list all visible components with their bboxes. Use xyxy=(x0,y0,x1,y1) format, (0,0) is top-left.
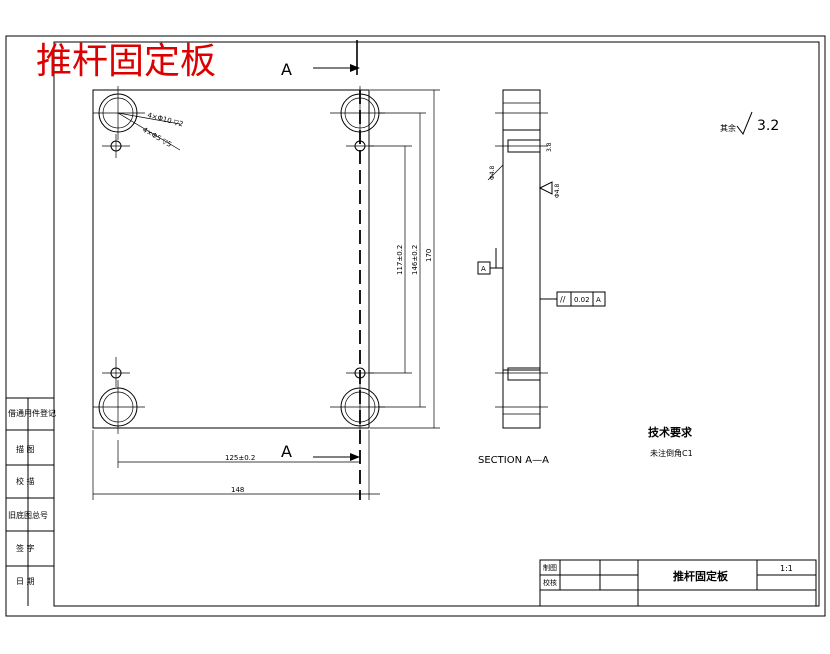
dim-height-total: 170 xyxy=(425,249,433,262)
leader-2 xyxy=(117,112,181,151)
dim-width-inner: 125±0.2 xyxy=(225,454,255,462)
small-holes xyxy=(110,140,366,379)
tb-row1: 制图 xyxy=(543,563,557,572)
plate-outline xyxy=(92,89,370,429)
side-label-3: 旧底图总号 xyxy=(8,510,48,520)
hole-note-1: 4×Φ10 ▽2 xyxy=(146,111,184,128)
datum-label: A xyxy=(481,265,486,273)
sec-dim-2: Φ4.8 xyxy=(489,166,496,180)
tb-scale: 1:1 xyxy=(780,564,793,573)
tolerance-symbol: // xyxy=(560,295,566,304)
inner-border xyxy=(53,41,820,607)
roughness-mark-section xyxy=(538,181,553,195)
tb-part-name: 推杆固定板 xyxy=(673,569,729,583)
roughness-value: 3.2 xyxy=(757,118,779,134)
tech-note: 未注倒角C1 xyxy=(650,448,693,458)
sec-dim-1: 3.8 xyxy=(546,142,553,152)
dim-height-inner: 117±0.2 xyxy=(396,245,404,275)
side-label-2: 校 描 xyxy=(16,476,35,486)
large-holes xyxy=(98,93,380,427)
side-label-column xyxy=(6,397,54,606)
section-label: SECTION A—A xyxy=(478,455,549,466)
dim-height-mid: 146±0.2 xyxy=(411,245,419,275)
sec-dim-3: Φ4.8 xyxy=(554,184,561,198)
vertical-dim-lines xyxy=(370,89,440,429)
tolerance-frame xyxy=(556,291,606,307)
side-label-4: 签 字 xyxy=(16,543,35,553)
tech-heading: 技术要求 xyxy=(648,425,693,439)
dim-width-total: 148 xyxy=(231,486,244,494)
tb-row2: 校核 xyxy=(543,578,557,587)
leader-1 xyxy=(117,112,181,125)
roughness-prefix: 其余 xyxy=(720,123,736,133)
section-arrowhead-top xyxy=(350,64,360,72)
tolerance-datum: A xyxy=(596,296,601,304)
horizontal-dim-lines xyxy=(92,430,380,500)
side-label-5: 日 期 xyxy=(16,577,35,586)
drawing-title: 推杆固定板 xyxy=(36,41,216,82)
sec-leader-1 xyxy=(487,164,504,181)
title-block xyxy=(539,559,817,607)
roughness-symbol xyxy=(736,111,753,136)
side-label-1: 描 图 xyxy=(16,444,35,454)
tolerance-value: 0.02 xyxy=(574,296,590,304)
hole-note-2: 4×Φ5 ▽5 xyxy=(141,126,173,149)
outer-border xyxy=(5,35,826,617)
center-lines xyxy=(93,86,385,434)
section-arrowhead-bottom xyxy=(350,453,360,461)
section-mark-bottom: A xyxy=(281,442,292,461)
side-label-0: 借通用件登记 xyxy=(8,408,56,418)
section-mark-top: A xyxy=(281,60,292,79)
section-view xyxy=(495,89,548,429)
